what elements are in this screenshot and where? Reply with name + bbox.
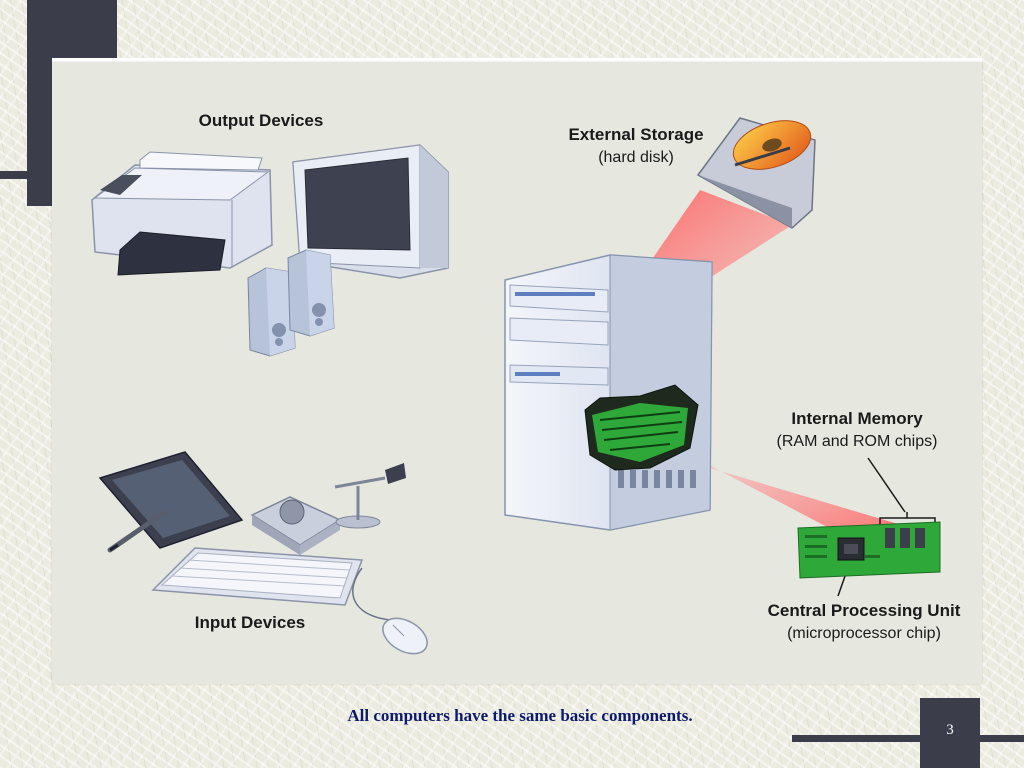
slide-number: 3 xyxy=(946,722,954,738)
cpu-chip-icon xyxy=(837,537,865,561)
trackball-icon xyxy=(250,496,342,555)
label-hard-disk: (hard disk) xyxy=(598,149,674,166)
memory-pointer xyxy=(867,457,906,513)
label-output-devices: Output Devices xyxy=(199,111,324,130)
label-external-storage: External Storage xyxy=(568,125,703,144)
label-ram-rom: (RAM and ROM chips) xyxy=(777,433,938,450)
corner-line-bottom-right-left xyxy=(792,735,920,742)
panel-edge xyxy=(52,58,982,62)
monitor-icon xyxy=(292,144,449,279)
mouse-icon xyxy=(352,567,428,655)
label-microprocessor: (microprocessor chip) xyxy=(787,625,941,642)
graphics-tablet-icon xyxy=(98,451,244,549)
keyboard-icon xyxy=(151,547,364,606)
slide-caption: All computers have the same basic compon… xyxy=(347,706,693,725)
label-cpu: Central Processing Unit xyxy=(768,601,961,620)
corner-bar-top-left xyxy=(27,58,52,206)
memory-module-icon xyxy=(797,521,941,579)
printer-icon xyxy=(91,151,273,276)
speaker-icon xyxy=(247,249,335,357)
label-input-devices: Input Devices xyxy=(195,613,306,632)
corner-line-bottom-right-right xyxy=(980,735,1024,742)
corner-line-top-left xyxy=(0,171,27,179)
motherboard-icon xyxy=(584,384,699,471)
corner-block-bottom-right xyxy=(920,698,980,768)
label-internal-memory: Internal Memory xyxy=(791,409,923,428)
hard-disk-icon xyxy=(696,117,816,229)
corner-block-top-left xyxy=(27,0,117,58)
microphone-icon xyxy=(334,463,406,529)
stylus-icon xyxy=(107,509,168,553)
